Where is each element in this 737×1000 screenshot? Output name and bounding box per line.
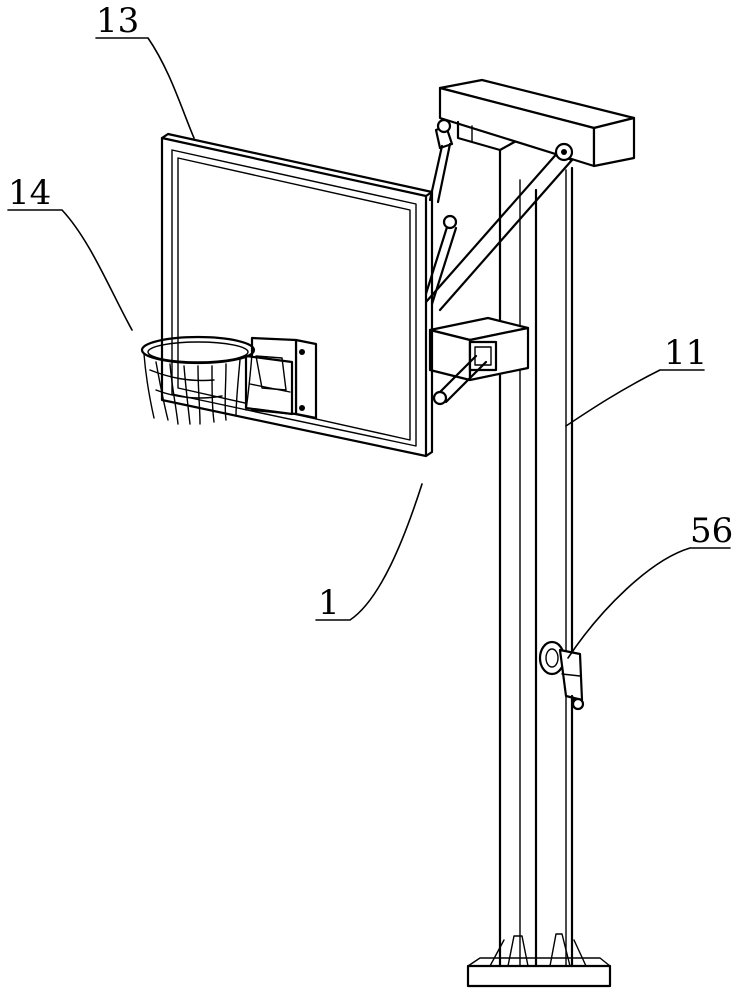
label-1: 1 [318,583,340,623]
base-plate [468,934,610,986]
label-56: 56 [690,511,733,551]
label-11: 11 [664,333,707,373]
leader-14 [8,210,132,330]
rim-bracket [246,338,316,418]
leader-13 [96,38,194,138]
collar [430,318,528,380]
label-14: 14 [8,173,51,213]
top-arm [440,80,634,166]
label-13: 13 [96,1,139,41]
leader-56 [568,548,730,658]
leader-11 [566,370,704,426]
main-post [500,140,572,966]
crank-handle [540,642,583,709]
